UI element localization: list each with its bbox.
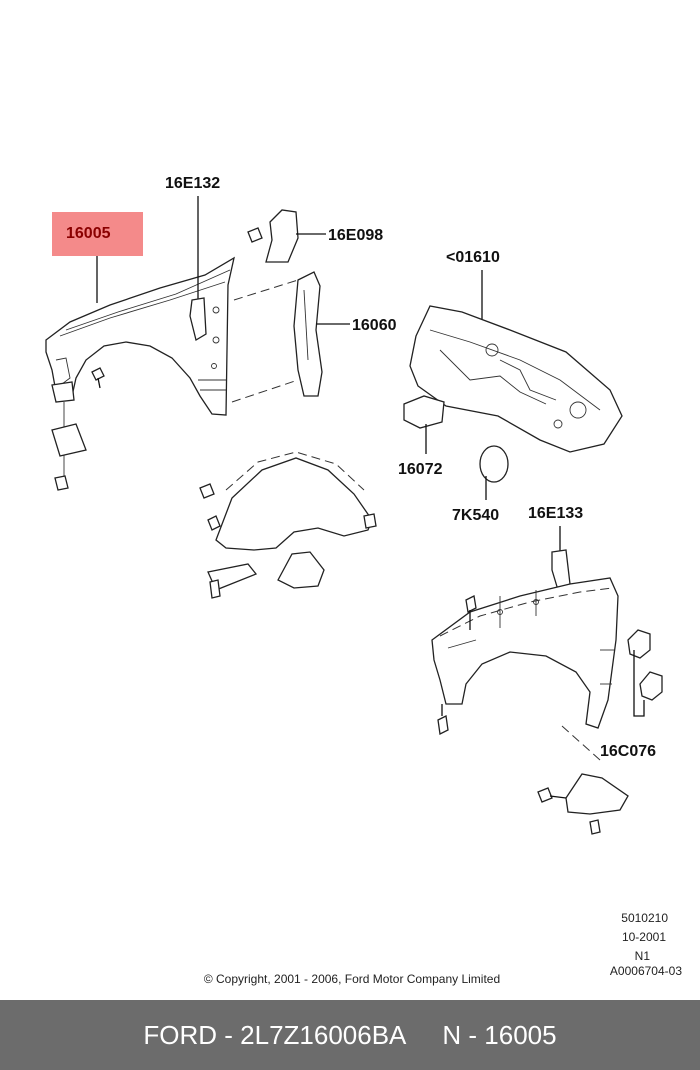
block-16072 [403, 395, 445, 429]
footer-reference: N - 16005 [442, 1019, 557, 1050]
label-16C076[interactable]: 16C076 [600, 743, 656, 760]
label-16E133[interactable]: 16E133 [528, 505, 583, 522]
label-01610[interactable]: <01610 [446, 249, 500, 266]
fender-lower-right [431, 577, 619, 729]
label-16E132[interactable]: 16E132 [165, 175, 220, 192]
highlight-box [52, 212, 143, 256]
fender-upper-left [45, 256, 235, 416]
bolt-fender [91, 367, 105, 389]
bracket-16E098 [265, 209, 299, 263]
footer-bar: FORD - 2L7Z16006BA N - 16005 [0, 1000, 700, 1070]
copyright: © Copyright, 2001 - 2006, Ford Motor Com… [204, 972, 500, 986]
info-line-4: A0006704-03 [610, 964, 682, 978]
bracket-lower-right [565, 773, 629, 815]
wheelhouse-liner [199, 451, 377, 599]
parts-diagram: 16005 16E132 16E098 16060 [45, 175, 682, 986]
label-7K540[interactable]: 7K540 [452, 507, 499, 524]
info-line-3: N1 [635, 949, 651, 963]
label-16E098[interactable]: 16E098 [328, 227, 383, 244]
plug-7K540 [479, 445, 509, 483]
splash-shield-01610 [409, 305, 623, 453]
bumper-16C076-a [627, 629, 651, 659]
info-line-1: 5010210 [621, 911, 668, 925]
bumper-16C076-b [639, 671, 663, 701]
info-line-2: 10-2001 [622, 930, 666, 944]
shield-16060 [293, 271, 323, 397]
footer-part-number: FORD - 2L7Z16006BA [143, 1019, 407, 1050]
label-16072[interactable]: 16072 [398, 461, 443, 478]
label-16005[interactable]: 16005 [66, 225, 111, 242]
clip-16E132 [189, 297, 207, 342]
label-16060[interactable]: 16060 [352, 317, 397, 334]
